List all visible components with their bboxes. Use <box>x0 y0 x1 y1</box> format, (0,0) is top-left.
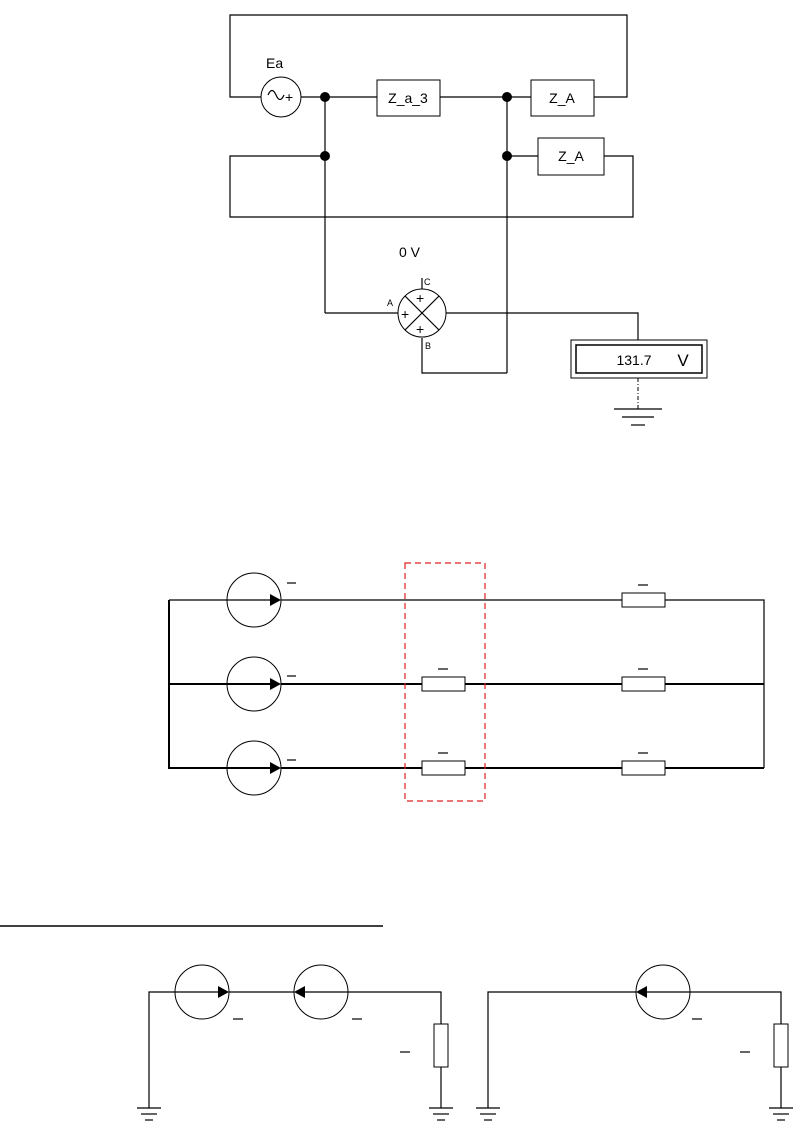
impedance-z-a-mid: Z_A <box>538 138 604 175</box>
terminal-c: C <box>424 277 431 287</box>
wire <box>488 992 636 1108</box>
circuit-3-right <box>476 965 793 1120</box>
junction-dot <box>502 151 512 161</box>
plus-b: + <box>416 321 424 337</box>
plus-c: + <box>416 290 424 306</box>
plus-sign: + <box>285 89 293 105</box>
ground-icon <box>429 1108 453 1120</box>
impedance-label: Z_A <box>549 90 575 106</box>
resistor <box>622 761 665 775</box>
resistor <box>422 761 465 775</box>
impedance-label: Z_a_3 <box>388 90 428 106</box>
plus-a: + <box>401 306 409 322</box>
impedance-z-a-top: Z_A <box>531 80 594 116</box>
wire <box>149 992 175 1108</box>
wire <box>348 992 441 1052</box>
wire <box>690 992 781 1024</box>
meter-symbol: + + + C A B 0 V <box>387 244 446 351</box>
circuit-3-left <box>137 965 453 1120</box>
resistor <box>774 1024 788 1067</box>
circuit-2 <box>169 563 764 801</box>
voltmeter-value: 131.7 <box>616 352 651 368</box>
meter-reading: 0 V <box>399 244 421 260</box>
wire <box>446 313 638 340</box>
voltmeter-unit: V <box>677 351 689 370</box>
ground-icon <box>614 378 662 425</box>
ground-icon <box>137 1108 161 1120</box>
source-label: Ea <box>266 55 283 71</box>
resistor <box>434 1024 448 1067</box>
resistor <box>622 677 665 691</box>
ground-icon <box>769 1108 793 1120</box>
terminal-a: A <box>387 298 393 308</box>
junction-dot <box>320 92 330 102</box>
junction-dot <box>502 92 512 102</box>
terminal-b: B <box>425 341 431 351</box>
circuit-1: + Ea Z_a_3 Z_A Z_A + + + C A <box>230 15 707 425</box>
voltmeter-display: 131.7 V <box>571 340 707 378</box>
impedance-label: Z_A <box>558 148 584 164</box>
resistor <box>622 593 665 607</box>
ground-icon <box>476 1108 500 1120</box>
impedance-z-a-3: Z_a_3 <box>377 80 440 116</box>
ac-source-ea: + Ea <box>261 55 301 117</box>
junction-dot <box>320 151 330 161</box>
wire <box>422 338 507 373</box>
resistor <box>422 677 465 691</box>
